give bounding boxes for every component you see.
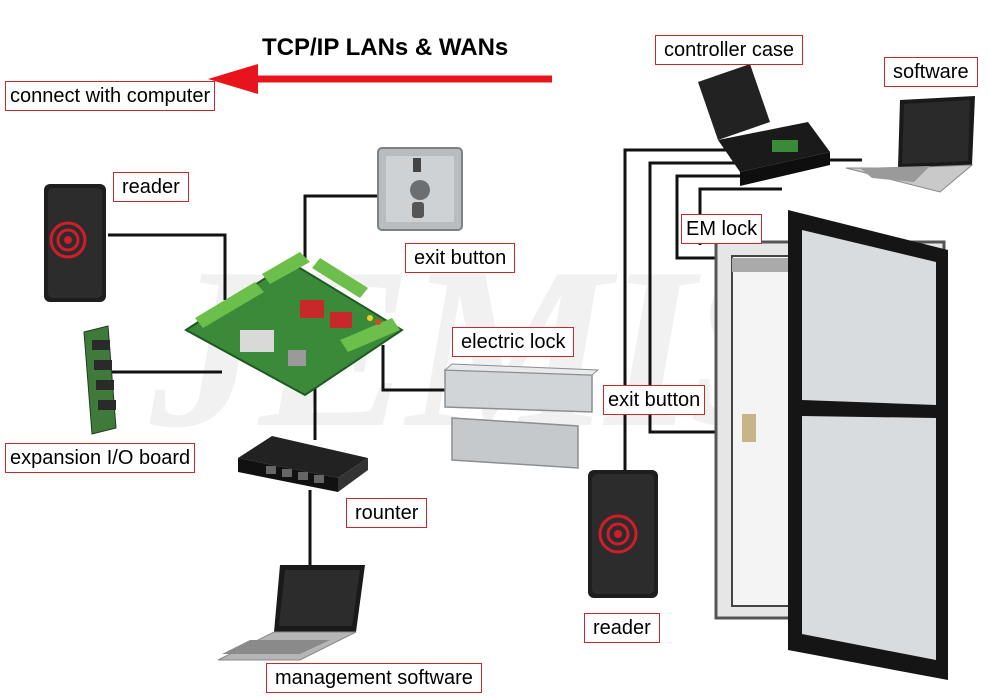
label-reader-right: reader [584,613,660,643]
label-software: software [884,57,978,87]
label-exit-button-left: exit button [405,243,516,273]
electric-lock-icon [443,363,600,469]
reader-left-icon [44,184,106,302]
controller-board-icon [184,252,404,397]
software-laptop-icon [845,96,975,193]
label-controller-case: controller case [655,35,804,65]
label-exit-button-right: exit button [603,385,706,415]
label-expansion-io-board: expansion I/O board [5,443,196,473]
controller-case-icon [698,64,830,186]
router-icon [238,436,368,492]
diagram-title: TCP/IP LANs & WANs [262,34,509,61]
label-electric-lock: electric lock [452,327,575,357]
line-case-emlock [675,174,772,260]
expansion-board-icon [83,325,117,435]
label-management-software: management software [266,663,482,693]
exit-button-left-icon [377,147,463,231]
label-em-lock: EM lock [681,214,763,244]
line-case-exit [648,161,762,434]
door-icon [714,210,948,680]
line-controller-lock [381,345,445,392]
arrow-icon [208,64,552,94]
management-laptop-icon [217,565,365,661]
label-reader-left: reader [113,172,189,202]
line-reader-controller [108,233,227,300]
line-exitbutton-controller [303,194,378,260]
line-case-reader [623,148,752,470]
label-rounter: rounter [346,498,428,528]
label-connect-with-computer: connect with computer [5,81,216,111]
em-lock-bar-icon [732,258,792,272]
reader-right-icon [588,470,658,598]
